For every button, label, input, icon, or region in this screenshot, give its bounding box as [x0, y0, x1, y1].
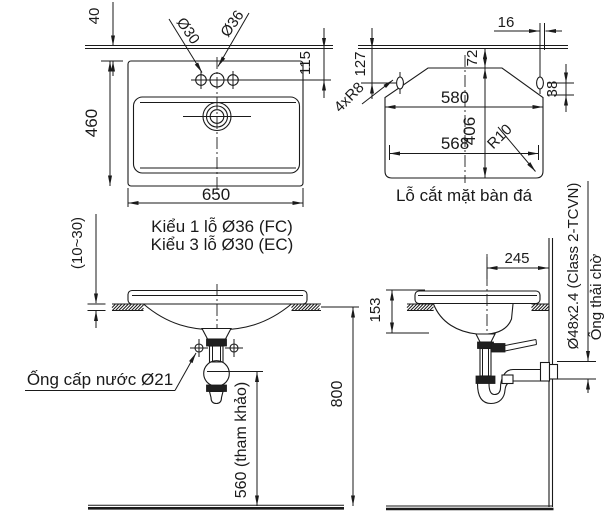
- side-tailpipe: [479, 347, 492, 377]
- dim-153: 153: [367, 289, 429, 334]
- dim-560: 560 (tham khảo): [207, 371, 263, 506]
- front-bowl: [143, 303, 292, 331]
- dim-40-label: 40: [86, 8, 103, 25]
- cutout-caption: Lỗ cắt mặt bàn đá: [396, 186, 533, 205]
- front-floor-line: [88, 504, 344, 510]
- front-plumbing: [201, 327, 232, 405]
- hole-leader-o30: Ø30: [168, 15, 203, 73]
- plan-caption-2: Kiểu 3 lỗ Ø30 (EC): [151, 235, 294, 254]
- front-countertop: [111, 303, 321, 312]
- dim-245-label: 245: [504, 250, 529, 267]
- basin-inner-rim: [132, 96, 301, 174]
- dim-406-label: 406: [460, 117, 479, 145]
- dim-127: 127: [352, 28, 374, 99]
- hole-o30-label: Ø30: [173, 15, 203, 48]
- corner-radius-label: 4xR8: [331, 79, 368, 116]
- waste-pipe-dim: Ø48x2.4 (Class 2-TCVN) Ống thải chờ: [557, 181, 605, 393]
- drain-tip: [208, 390, 224, 405]
- dim-800-label: 800: [329, 381, 346, 408]
- waste-stub-label: Ống thải chờ: [587, 254, 605, 341]
- faucet-hole-right: [227, 74, 239, 86]
- hatch-side-right: [531, 304, 550, 311]
- trap-inner: [488, 368, 541, 396]
- dim-568-label: 568: [441, 134, 469, 153]
- overflow-connector: [490, 343, 506, 353]
- dim-800: 800: [321, 306, 359, 506]
- dim-153-label: 153: [367, 297, 384, 322]
- supply-point-left: [194, 343, 204, 353]
- dim-568: 568: [389, 134, 539, 160]
- trap-ball: [203, 360, 230, 387]
- dim-40: 40: [86, 2, 123, 76]
- dim-72-label: 72: [464, 50, 481, 67]
- bottom-radius-leader: R10: [484, 121, 536, 172]
- dim-650-label: 650: [202, 185, 230, 204]
- bottom-radius-label: R10: [484, 121, 515, 152]
- dim-thickness: (10~30): [69, 214, 106, 328]
- dim-thickness-label: (10~30): [69, 217, 86, 269]
- supply-points: [190, 339, 243, 357]
- dim-38-label: 38: [544, 81, 561, 98]
- supply-label: Ống cấp nước Ø21: [27, 369, 173, 389]
- faucet-hole-center: [209, 72, 225, 88]
- dim-580: 580: [384, 88, 544, 113]
- dim-115: 115: [297, 28, 326, 98]
- side-nut-bottom: [475, 375, 496, 384]
- side-view: 245 153 Ø48x2.4 (Class 2-TCVN) Ống thải …: [367, 181, 605, 511]
- dim-127-label: 127: [352, 51, 369, 76]
- faucet-holes: [191, 71, 331, 89]
- fixing-hole-right: [536, 23, 574, 96]
- side-bowl: [432, 303, 514, 335]
- waste-stub: [548, 363, 559, 380]
- dim-16-label: 16: [498, 14, 515, 31]
- dim-650: 650: [127, 185, 304, 207]
- trap-union-nut: [501, 374, 514, 385]
- plan-caption-1: Kiểu 1 lỗ Ø36 (FC): [151, 217, 293, 236]
- cutout-shape: [384, 67, 544, 179]
- faucet-hole-left: [195, 74, 207, 86]
- hole-leader-o36: Ø36: [217, 7, 250, 67]
- hatch-side-left: [406, 304, 434, 311]
- dim-16: 16: [494, 14, 562, 33]
- dim-580-label: 580: [441, 88, 469, 107]
- drain-nut-bottom: [206, 384, 227, 392]
- cutout-view: 16 127 72 406 580: [331, 14, 574, 205]
- cutout-wall-line: [358, 44, 568, 50]
- dim-560-label: 560 (tham khảo): [233, 382, 250, 499]
- dim-72-406: 72 406: [460, 48, 487, 178]
- drain-nut-top: [206, 338, 227, 347]
- hatch-front-left: [111, 304, 144, 311]
- wall-flange: [539, 361, 551, 382]
- drain-plan: [183, 101, 251, 132]
- corner-radius-leader: 4xR8: [331, 79, 394, 116]
- plan-wall-line: [85, 44, 333, 50]
- side-plumbing: [475, 333, 559, 405]
- basin-inner-lines: [140, 102, 296, 169]
- trap-outer: [476, 380, 541, 405]
- supply-leader: Ống cấp nước Ø21: [25, 352, 197, 391]
- front-view: (10~30): [25, 214, 359, 510]
- drain-funnel: [201, 327, 232, 340]
- dim-460-label: 460: [82, 109, 101, 137]
- basin-outline: [127, 60, 304, 187]
- dim-115-label: 115: [297, 51, 314, 75]
- front-rim: [127, 289, 308, 305]
- dim-38: 38: [544, 64, 568, 112]
- side-floor-line: [386, 505, 554, 511]
- hatch-front-right: [291, 304, 320, 311]
- plan-view: 40: [82, 2, 333, 254]
- dim-460: 460: [82, 61, 112, 186]
- supply-point-right: [229, 343, 239, 353]
- side-rim: [414, 290, 541, 305]
- side-funnel: [475, 333, 496, 343]
- dim-245: 245: [486, 250, 549, 279]
- waste-pipe-label: Ø48x2.4 (Class 2-TCVN): [565, 183, 582, 350]
- side-countertop: [406, 303, 550, 312]
